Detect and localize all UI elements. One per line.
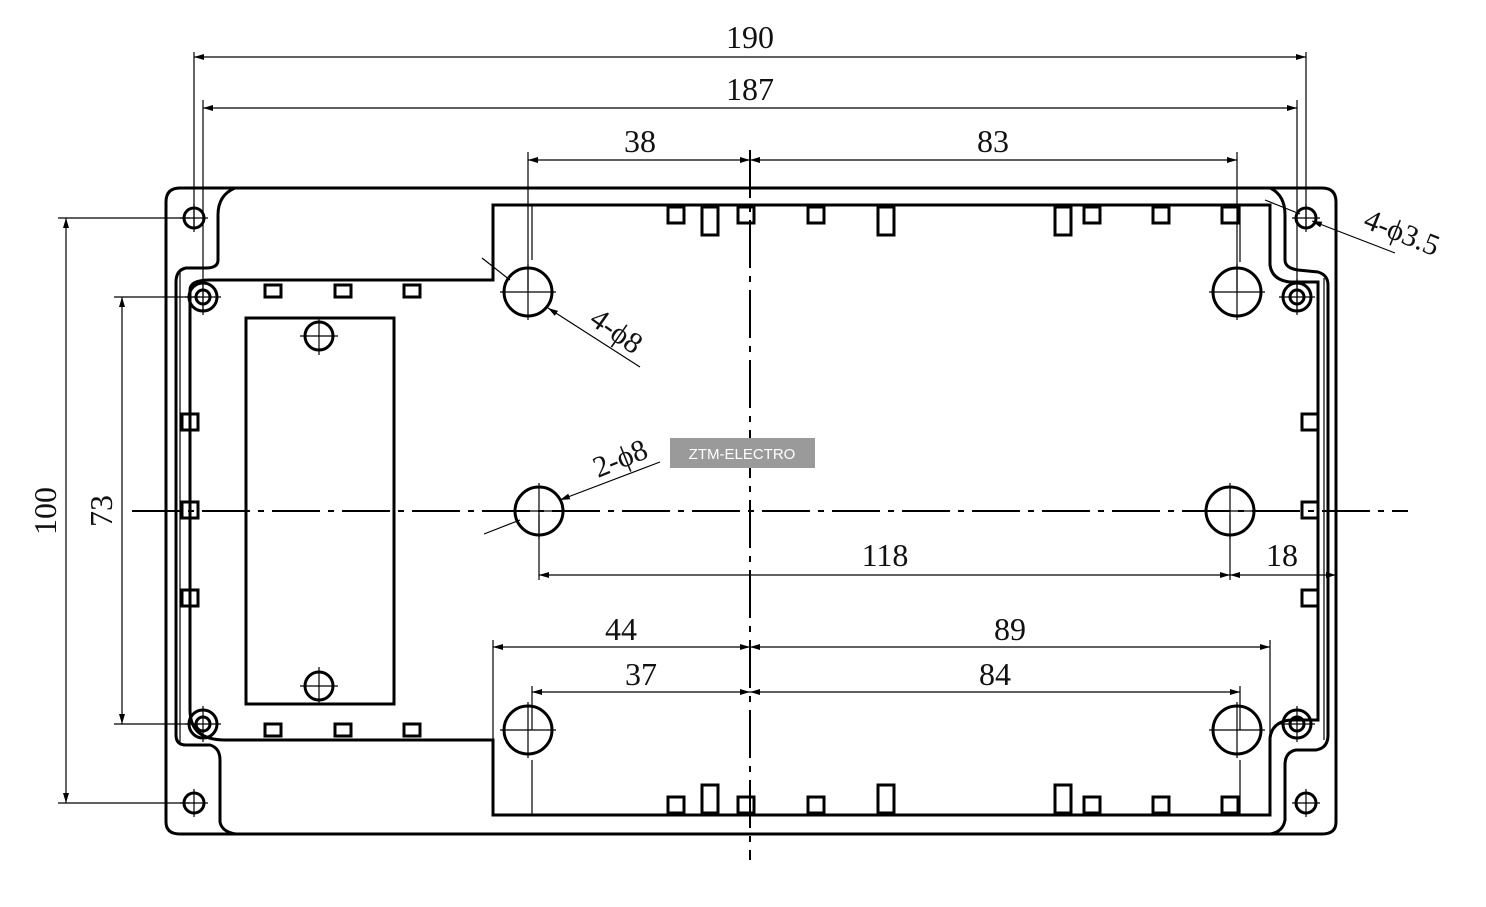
extension-lines: [58, 52, 1337, 804]
dim-hole-span-height: 73: [83, 495, 119, 527]
watermark-text: ZTM-ELECTRO: [689, 446, 796, 463]
dim-hole-span-width: 187: [726, 71, 774, 107]
center-lines: [132, 150, 1408, 860]
enclosure-outline: [164, 186, 1338, 836]
dim-overall-width: 190: [726, 19, 774, 55]
dim-bottom-left-outer: 44: [605, 611, 637, 647]
dim-bottom-right-outer: 89: [994, 611, 1026, 647]
dimension-labels: 190 187 38 83 118 18 44 37 89 84 100 73 …: [27, 19, 1444, 692]
dim-right-edge-offset: 18: [1266, 537, 1298, 573]
dim-bottom-left-inner: 37: [625, 656, 657, 692]
watermark: ZTM-ELECTRO: [670, 438, 815, 468]
dim-center-hole-span: 118: [862, 537, 909, 573]
dim-top-right-offset: 83: [977, 123, 1009, 159]
callout-corner-holes: 4-ϕ3.5: [1359, 203, 1444, 263]
dim-top-left-offset: 38: [624, 123, 656, 159]
dimension-lines: [63, 54, 1336, 803]
leader-lines: [481, 199, 1396, 535]
dim-bottom-right-inner: 84: [979, 656, 1011, 692]
wall-ribs: [180, 205, 1320, 815]
dim-overall-height: 100: [27, 487, 63, 535]
